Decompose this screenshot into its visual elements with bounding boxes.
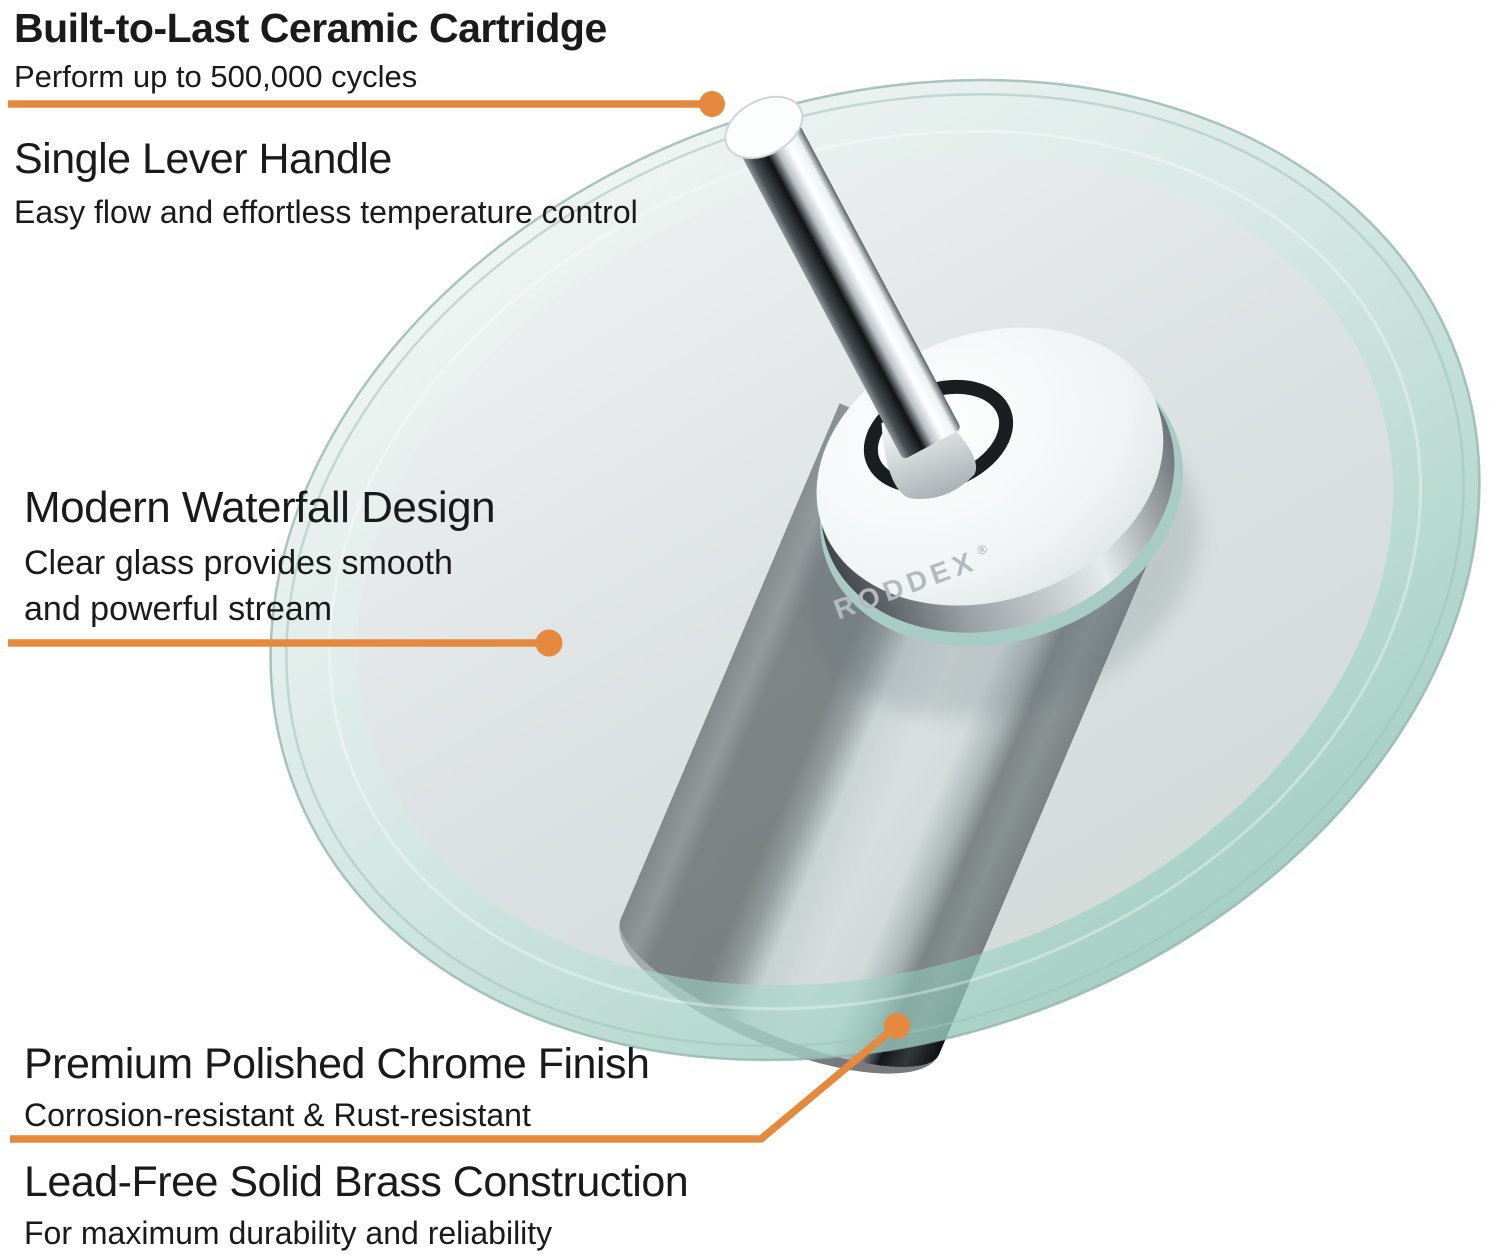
annotation-brass-construction: Lead-Free Solid Brass Construction For m… xyxy=(24,1158,689,1257)
annotation-waterfall-design: Modern Waterfall Design Clear glass prov… xyxy=(24,483,496,634)
feature-title: Modern Waterfall Design xyxy=(24,483,496,532)
feature-subtitle-line1: Clear glass provides smooth xyxy=(24,543,453,582)
feature-title: Built-to-Last Ceramic Cartridge xyxy=(14,5,607,51)
feature-title: Single Lever Handle xyxy=(14,135,392,183)
handle-top-cap xyxy=(724,95,804,160)
feature-title: Premium Polished Chrome Finish xyxy=(24,1040,650,1088)
feature-subtitle: Perform up to 500,000 cycles xyxy=(14,59,418,95)
feature-subtitle: Easy flow and effortless temperature con… xyxy=(14,194,638,231)
feature-title: Lead-Free Solid Brass Construction xyxy=(24,1158,689,1206)
feature-subtitle: Corrosion-resistant & Rust-resistant xyxy=(24,1097,531,1134)
handle-rod xyxy=(735,112,960,459)
annotation-chrome-finish: Premium Polished Chrome Finish Corrosion… xyxy=(24,1040,650,1139)
annotation-ceramic-cartridge: Built-to-Last Ceramic Cartridge Perform … xyxy=(14,6,607,100)
feature-subtitle: Clear glass provides smooth and powerful… xyxy=(24,540,495,634)
annotation-lever-handle: Single Lever Handle Easy flow and effort… xyxy=(14,136,638,236)
feature-subtitle: For maximum durability and reliability xyxy=(24,1215,553,1252)
lever-handle xyxy=(724,95,960,459)
feature-subtitle-line2: and powerful stream xyxy=(24,590,333,629)
